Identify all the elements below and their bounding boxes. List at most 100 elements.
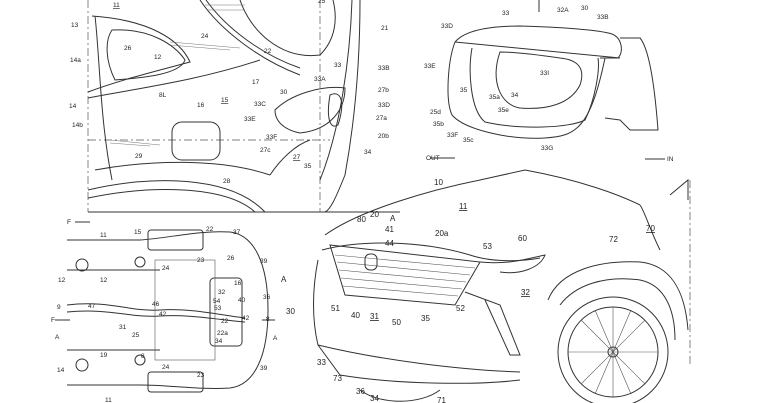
label: 39 bbox=[260, 258, 268, 265]
label: 19 bbox=[100, 352, 108, 359]
label: 22 bbox=[206, 226, 214, 233]
label: 30 bbox=[286, 307, 295, 316]
label: 41 bbox=[385, 225, 394, 234]
label: 33E bbox=[424, 63, 436, 70]
label: 42 bbox=[159, 311, 167, 318]
label: 14 bbox=[69, 103, 77, 110]
label: 37 bbox=[233, 229, 241, 236]
label: 32 bbox=[218, 289, 226, 296]
label: 35e bbox=[498, 107, 509, 114]
label: F bbox=[67, 219, 71, 226]
label: 22 bbox=[264, 48, 272, 55]
label: 34 bbox=[511, 92, 519, 99]
label: 30 bbox=[280, 89, 288, 96]
label: 33B bbox=[597, 14, 609, 21]
label: 35 bbox=[460, 87, 468, 94]
label: 20a bbox=[435, 229, 449, 238]
label: 35a bbox=[489, 94, 500, 101]
label: 52 bbox=[456, 304, 465, 313]
label: 12 bbox=[100, 277, 108, 284]
label: 23 bbox=[197, 257, 205, 264]
underbody-figure bbox=[55, 221, 275, 393]
label: 60 bbox=[518, 234, 527, 243]
label: IN bbox=[667, 156, 674, 163]
label: 33B bbox=[378, 65, 390, 72]
label: 24 bbox=[201, 33, 209, 40]
label: 33F bbox=[447, 132, 458, 139]
label: 33 bbox=[502, 10, 510, 17]
label: 33I bbox=[540, 70, 549, 77]
label: 21 bbox=[381, 25, 389, 32]
label: 25d bbox=[430, 109, 441, 116]
label: 27b bbox=[378, 87, 389, 94]
label: 15 bbox=[221, 97, 229, 104]
label: F bbox=[51, 317, 55, 324]
label: 33 bbox=[317, 358, 326, 367]
label: 44 bbox=[385, 239, 394, 248]
label: 8 bbox=[141, 353, 145, 360]
label: 33 bbox=[334, 62, 342, 69]
label: 33A bbox=[314, 76, 326, 83]
label: 34 bbox=[370, 394, 379, 403]
label: 34 bbox=[215, 338, 223, 345]
label: 28 bbox=[223, 178, 231, 185]
label: 36 bbox=[356, 387, 365, 396]
label: 35b bbox=[433, 121, 444, 128]
label: 11 bbox=[105, 397, 112, 403]
label: 40 bbox=[238, 297, 246, 304]
label: 29 bbox=[135, 153, 143, 160]
label: 11 bbox=[100, 232, 107, 239]
label: 27c bbox=[260, 147, 271, 154]
label: 26 bbox=[227, 255, 235, 262]
label: 33C bbox=[254, 101, 266, 108]
label: 33F bbox=[266, 134, 277, 141]
label: 20 bbox=[370, 210, 379, 219]
label: OUT bbox=[426, 155, 440, 162]
label: 35 bbox=[304, 163, 312, 170]
label: A bbox=[281, 275, 287, 284]
label: 31 bbox=[119, 324, 127, 331]
label: 11 bbox=[113, 2, 120, 9]
label: 14a bbox=[70, 57, 81, 64]
front-perspective-labels: 10 11 20 80 A 41 20a 44 53 60 72 70 A 32… bbox=[281, 178, 655, 403]
rear-side-view-labels: 11 13 14a 26 12 24 22 21 33 33B 17 33A 8… bbox=[69, 0, 390, 185]
label: 17 bbox=[252, 79, 260, 86]
label: 71 bbox=[437, 396, 446, 403]
label: 54 bbox=[213, 298, 221, 305]
label: 20b bbox=[378, 133, 389, 140]
label: 24 bbox=[162, 265, 170, 272]
label: 26 bbox=[124, 45, 132, 52]
label: 35c bbox=[463, 137, 474, 144]
label: 14 bbox=[57, 367, 65, 374]
label: 13 bbox=[71, 22, 79, 29]
label: 32A bbox=[557, 7, 569, 14]
rear-side-view-figure bbox=[87, 0, 400, 213]
label: 33E bbox=[244, 116, 256, 123]
label: 73 bbox=[333, 374, 342, 383]
label: 10 bbox=[434, 178, 443, 187]
label: 16 bbox=[197, 102, 205, 109]
label: 46 bbox=[152, 301, 160, 308]
label: 47 bbox=[88, 303, 96, 310]
label: 27a bbox=[376, 115, 387, 122]
label: A bbox=[55, 334, 60, 341]
label: 23 bbox=[197, 372, 205, 379]
label: 72 bbox=[609, 235, 618, 244]
label: A bbox=[273, 335, 278, 342]
label: 30 bbox=[581, 5, 589, 12]
label: 36 bbox=[263, 294, 271, 301]
label: 53 bbox=[214, 305, 222, 312]
lamp-unit-figure bbox=[430, 0, 665, 160]
label: 12 bbox=[154, 54, 162, 61]
label: 53 bbox=[483, 242, 492, 251]
label: 12 bbox=[58, 277, 66, 284]
label: 15 bbox=[134, 229, 142, 236]
label: 80 bbox=[357, 215, 366, 224]
label: 50 bbox=[392, 318, 401, 327]
label: 22a bbox=[217, 330, 228, 337]
label: 42 bbox=[242, 315, 250, 322]
label: 33G bbox=[541, 145, 553, 152]
label: 22 bbox=[221, 318, 229, 325]
label: 25 bbox=[318, 0, 326, 5]
